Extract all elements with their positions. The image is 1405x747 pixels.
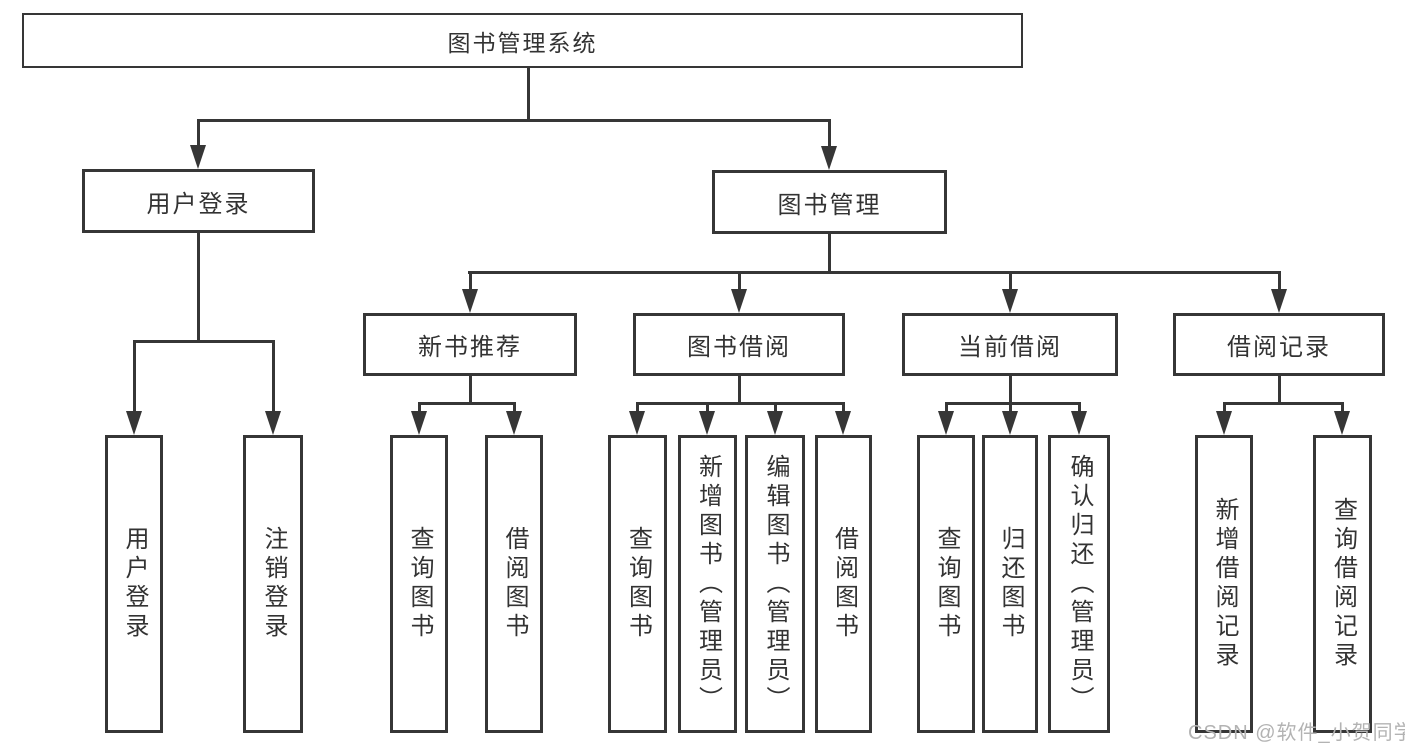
node-label: 当前借阅 [958,334,1062,361]
connector-line [513,402,516,414]
node-book-borrowing: 图书借阅 [633,313,845,376]
leaf-borrow-books-2: 借阅图书 [815,435,872,733]
arrowhead-down [767,411,783,435]
connector-line [1078,402,1081,414]
node-library-management-system: 图书管理系统 [22,13,1023,68]
node-new-book-recommendation: 新书推荐 [363,313,577,376]
node-label: 图书管理 [777,191,882,219]
arrowhead-down [126,411,142,435]
leaf-query-borrow-record: 查询借阅记录 [1313,435,1372,733]
leaf-user-login: 用户登录 [105,435,163,733]
connector-line [197,231,200,341]
connector-line [636,402,639,414]
connector-line [945,402,1081,405]
leaf-label: 用户登录 [121,526,148,642]
node-label: 图书借阅 [687,334,791,361]
connector-line [272,340,275,412]
leaf-borrow-books-1: 借阅图书 [485,435,543,733]
arrowhead-down [1334,411,1350,435]
connector-line [527,67,530,121]
node-label: 图书管理系统 [447,29,598,56]
csdn-watermark: CSDN @软件_小贺同学 [1188,722,1405,744]
connector-line [133,340,274,343]
connector-line [706,402,709,414]
arrowhead-down [1002,289,1018,313]
arrowhead-down [506,411,522,435]
connector-line [469,271,472,291]
connector-line [418,402,516,405]
arrowhead-down [265,411,281,435]
leaf-add-books-admin: 新增图书（管理员） [678,435,737,733]
leaf-label: 借阅图书 [501,526,528,642]
arrowhead-down [835,411,851,435]
node-current-borrowing: 当前借阅 [902,313,1118,376]
connector-line [1278,374,1281,405]
connector-line [828,232,831,274]
connector-line [828,119,831,147]
connector-line [1278,271,1281,291]
node-label: 新书推荐 [418,334,522,361]
node-borrowing-records: 借阅记录 [1173,313,1385,376]
leaf-label: 查询图书 [624,526,652,642]
connector-line [468,271,1281,274]
connector-line [1009,374,1012,405]
connector-line [197,119,200,147]
leaf-label: 查询图书 [933,526,960,642]
leaf-label: 查询图书 [406,526,433,642]
arrowhead-down [411,411,427,435]
leaf-logout: 注销登录 [243,435,303,733]
leaf-label: 借阅图书 [830,526,858,642]
connector-line [1223,402,1226,414]
node-label: 借阅记录 [1227,334,1331,361]
connector-line [469,374,472,405]
node-label: 用户登录 [146,190,251,218]
leaf-query-books-3: 查询图书 [917,435,975,733]
arrowhead-down [699,411,715,435]
arrowhead-down [821,146,837,170]
leaf-query-books-2: 查询图书 [608,435,667,733]
connector-line [133,340,136,412]
leaf-label: 新增借阅记录 [1211,497,1238,671]
node-user-login: 用户登录 [82,169,315,233]
leaf-edit-books-admin: 编辑图书（管理员） [745,435,805,733]
connector-line [636,402,845,405]
connector-line [1223,402,1344,405]
arrowhead-down [938,411,954,435]
leaf-label: 注销登录 [260,526,287,642]
arrowhead-down [1271,289,1287,313]
arrowhead-down [731,289,747,313]
arrowhead-down [629,411,645,435]
leaf-label: 查询借阅记录 [1329,497,1357,671]
arrowhead-down [1071,411,1087,435]
arrowhead-down [1002,411,1018,435]
connector-line [842,402,845,414]
leaf-return-books: 归还图书 [982,435,1038,733]
leaf-add-borrow-record: 新增借阅记录 [1195,435,1253,733]
leaf-confirm-return-admin: 确认归还（管理员） [1048,435,1110,733]
connector-line [1341,402,1344,414]
connector-line [1009,402,1012,414]
leaf-label: 编辑图书（管理员） [762,453,789,715]
node-book-management: 图书管理 [712,170,947,234]
arrowhead-down [190,145,206,169]
connector-line [1009,271,1012,291]
arrowhead-down [462,289,478,313]
connector-line [197,119,831,122]
connector-line [738,271,741,291]
connector-line [418,402,421,414]
arrowhead-down [1216,411,1232,435]
leaf-label: 确认归还（管理员） [1066,453,1093,715]
connector-line [738,374,741,405]
leaf-label: 新增图书（管理员） [694,453,722,715]
leaf-label: 归还图书 [997,526,1024,642]
connector-line [774,402,777,414]
leaf-query-books-1: 查询图书 [390,435,448,733]
connector-line [945,402,948,414]
